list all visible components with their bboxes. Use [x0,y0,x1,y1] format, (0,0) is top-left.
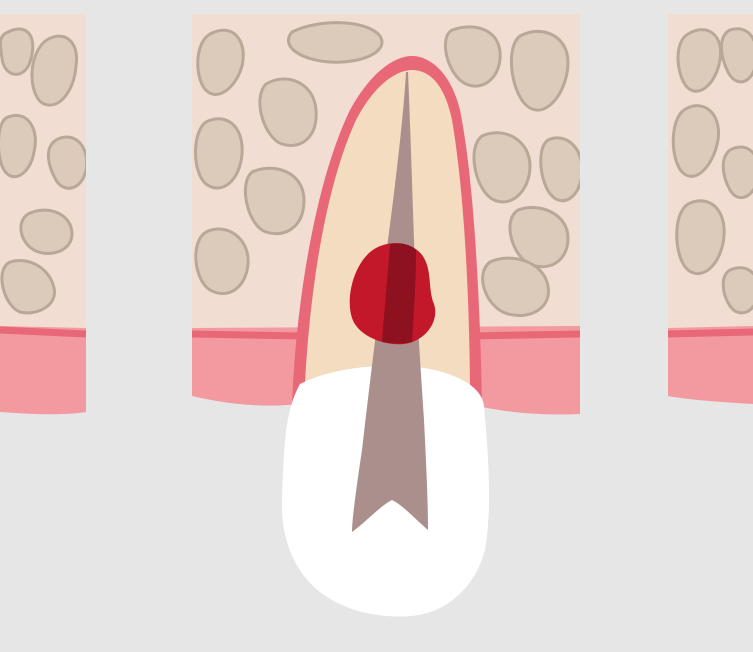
bone-pore [21,210,72,253]
bone-pore [245,168,304,233]
right-bone-section [668,14,753,404]
left-bone-section [0,14,87,414]
bone-pore [288,23,381,63]
bone-pore [541,138,582,201]
bone-pore [0,29,32,74]
bone-pore [196,229,248,294]
right-gum [668,326,753,404]
left-gum-line [0,330,86,334]
right-gum-line [668,332,753,334]
bone-pore [196,119,243,188]
left-gum [0,326,86,414]
